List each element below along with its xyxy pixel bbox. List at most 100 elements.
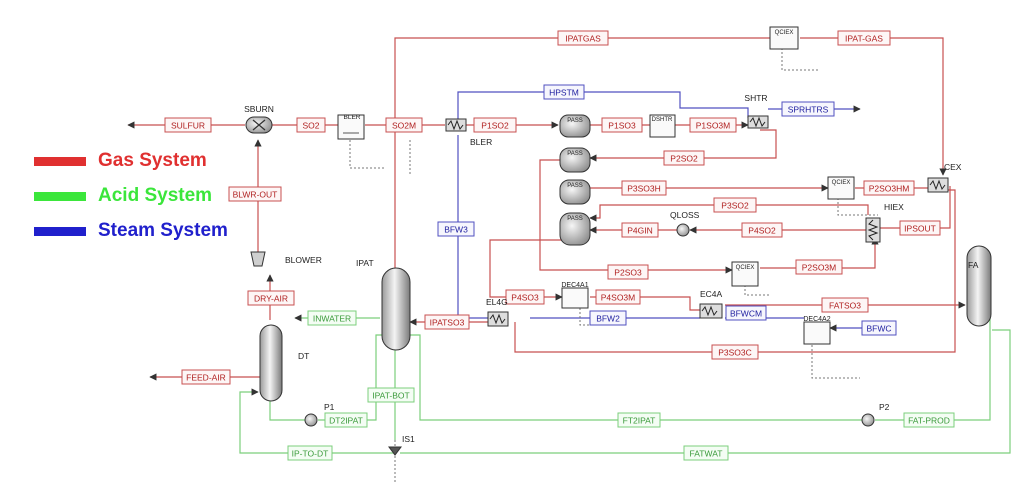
bler-label: BLER	[470, 137, 492, 147]
p1-pump: P1	[304, 402, 335, 427]
stream-ipat-bot-label: IPAT-BOT	[372, 391, 409, 401]
stream-p4so2-label: P4SO2	[748, 226, 776, 236]
stream-p4so3m: P4SO3M	[595, 289, 641, 305]
stream-dry-air-label: DRY-AIR	[254, 294, 288, 304]
stream-p1so2: P1SO2	[473, 117, 517, 133]
blower-unit: BLOWER	[250, 251, 322, 267]
stream-p1so3: P1SO3	[601, 117, 643, 133]
stream-ipat-bot: IPAT-BOT	[367, 387, 415, 403]
stream-p2so2-label: P2SO2	[670, 154, 698, 164]
stream-inwater-label: INWATER	[313, 314, 351, 324]
dec4a1-label: DEC4A1	[561, 282, 588, 289]
stream-inwater: INWATER	[307, 310, 357, 326]
qciex-heat-line	[781, 48, 820, 71]
el4g-label: EL4G	[486, 297, 508, 307]
dshtr-label: DSHTR	[652, 117, 673, 123]
bler-heat-line	[349, 140, 385, 169]
stream-p2so3hm-label: P2SO3HM	[869, 184, 910, 194]
stream-p2so3-label: P2SO3	[614, 268, 642, 278]
stream-p3so3h-label: P3SO3H	[627, 184, 661, 194]
stream-bfw3-label: BFW3	[444, 225, 468, 235]
is1-splitter: IS1	[388, 434, 415, 456]
pass-reactor-4: PASS	[559, 212, 591, 246]
stream-hpstm: HPSTM	[543, 84, 585, 100]
bler-top-label: BLER	[344, 114, 361, 121]
qciex3-heat-line	[744, 285, 770, 296]
el4g-exchanger: EL4G	[486, 297, 509, 327]
stream-p2so3m: P2SO3M	[795, 259, 843, 275]
qciex-top: QCIEX	[769, 26, 799, 50]
qciex2-heat-line	[837, 198, 878, 216]
stream-p4so3-label: P4SO3	[511, 293, 539, 303]
ipatgas-line	[394, 37, 770, 268]
stream-label-group: IPATGAS IPAT-GAS SULFUR SO2 SO2M P1SO2 P…	[164, 30, 955, 461]
pass-4-label: PASS	[567, 216, 583, 222]
stream-p3so3c: P3SO3C	[711, 344, 759, 360]
qciex-mid-label: QCIEX	[832, 180, 851, 186]
legend-gas-swatch	[34, 156, 86, 166]
qciex-top-label: QCIEX	[775, 30, 794, 36]
pass-3-label: PASS	[567, 183, 583, 189]
stream-p3so2-label: P3SO2	[721, 201, 749, 211]
stream-ipatgas-label: IPATGAS	[565, 34, 601, 44]
stream-ipatso3-label: IPATSO3	[430, 318, 465, 328]
qloss-unit: QLOSS	[670, 210, 700, 237]
stream-p1so3-label: P1SO3	[608, 121, 636, 131]
stream-dry-air: DRY-AIR	[247, 290, 295, 306]
stream-p4so2: P4SO2	[741, 222, 783, 238]
stream-ipat-gas: IPAT-GAS	[837, 30, 891, 46]
stream-so2m: SO2M	[385, 117, 423, 133]
stream-bfw2-label: BFW2	[596, 314, 620, 324]
stream-p4so3: P4SO3	[505, 289, 545, 305]
pass-reactor-2: PASS	[559, 147, 591, 173]
sburn-unit: SBURN	[244, 104, 274, 134]
shtr-exchanger: SHTR	[744, 93, 769, 129]
p2-pump: P2	[861, 402, 890, 427]
bler-exchanger: BLER	[445, 118, 492, 147]
stream-p2so3hm: P2SO3HM	[863, 180, 915, 196]
ft2ipat-line	[410, 334, 862, 421]
stream-ip-to-dt-label: IP-TO-DT	[292, 449, 329, 459]
stream-ipatso3: IPATSO3	[424, 314, 470, 330]
qciex-mid: QCIEX	[827, 176, 855, 200]
acid-stream-lines	[239, 314, 1011, 454]
stream-p2so2: P2SO2	[663, 150, 705, 166]
stream-ft2ipat-label: FT2IPAT	[623, 416, 656, 426]
legend-steam-label: Steam System	[98, 220, 228, 241]
stream-bfwc-label: BFWC	[866, 324, 891, 334]
stream-hpstm-label: HPSTM	[549, 88, 579, 98]
stream-dt2ipat-label: DT2IPAT	[329, 416, 363, 426]
fa-label: FA	[968, 260, 979, 270]
stream-so2-label: SO2	[302, 121, 319, 131]
hiex-exchanger: HIEX	[865, 202, 904, 243]
pass-1-label: PASS	[567, 118, 583, 124]
pass-2-label: PASS	[567, 151, 583, 157]
stream-blwr-out-label: BLWR-OUT	[233, 190, 278, 200]
stream-p4gin: P4GIN	[621, 222, 659, 238]
dec4a2-label: DEC4A2	[803, 316, 830, 323]
legend-steam-swatch	[34, 226, 86, 236]
ipat-column: IPAT	[356, 258, 411, 351]
stream-bfwcm: BFWCM	[725, 305, 767, 321]
dt-label: DT	[298, 351, 309, 361]
stream-sprhtrs-label: SPRHTRS	[788, 105, 829, 115]
stream-so2: SO2	[296, 117, 326, 133]
stream-p1so2-label: P1SO2	[481, 121, 509, 131]
ec4a-exchanger: EC4A	[699, 289, 723, 319]
dec4a1-unit: DEC4A1	[561, 282, 589, 309]
stream-fat-prod-label: FAT-PROD	[908, 416, 950, 426]
stream-blwr-out: BLWR-OUT	[228, 186, 282, 202]
stream-p4so3m-label: P4SO3M	[601, 293, 636, 303]
stream-fat-prod: FAT-PROD	[903, 412, 955, 428]
dt-column: DT	[259, 324, 309, 402]
fatwat-line	[400, 329, 1011, 454]
p2-label: P2	[879, 402, 890, 412]
pass-reactor-1: PASS	[559, 114, 591, 138]
legend-steam-system: Steam System	[34, 220, 228, 242]
stream-ipat-gas-label: IPAT-GAS	[845, 34, 883, 44]
stream-bfwc: BFWC	[861, 320, 897, 336]
dshtr-unit: DSHTR	[649, 114, 676, 138]
stream-ipatgas: IPATGAS	[557, 30, 609, 46]
stream-ft2ipat: FT2IPAT	[617, 412, 661, 428]
